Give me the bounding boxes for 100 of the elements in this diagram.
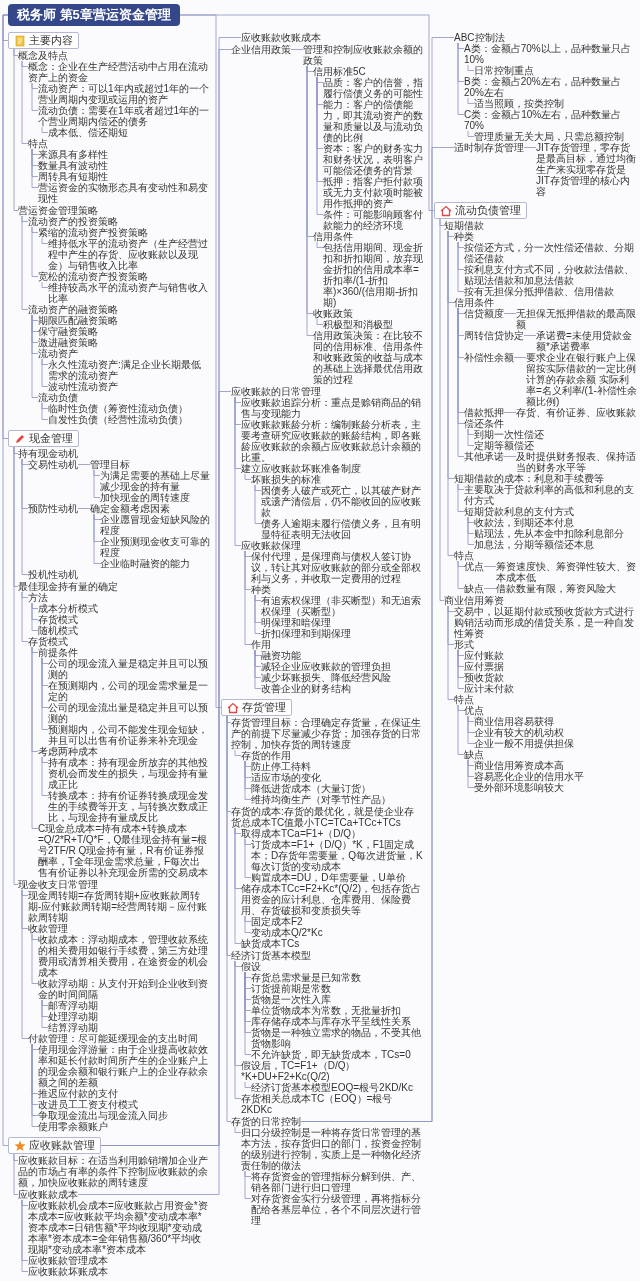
topic-text: 交易中，以延期付款或预收货款方式进行购销活动而形成的借贷关系，是一种自发性筹资	[454, 606, 635, 639]
topic-text: 存货相关总成本TC（EOQ）=根号2KDKc	[241, 1093, 394, 1115]
connector-line	[483, 588, 497, 589]
topic-text: 确定金额考虑因素	[90, 503, 170, 514]
topic-text: 存货、有价证券、应收账款	[516, 407, 636, 418]
topic-text: 应收账款机会成本=应收账款占用资金*资本成本=应收账款平均余额*变动成本率*资本成本=日销售额*平均收现期*变动成本率*资本成本=全年销售额/360*平均收现期*变动成本率*资本成本	[28, 1200, 209, 1255]
connector-line	[467, 97, 475, 104]
topic-text: 商业信用筹资	[444, 595, 504, 606]
topic-text: 其他承诺	[464, 451, 504, 462]
topic-text: 存货管理目标：合理确定存货量，在保证生产的前提下尽量减少存货；加强存货的日常控制，加快存货的周转速度	[231, 717, 422, 750]
topic-text: 适应市场的变化	[251, 772, 321, 783]
topic-text: 信用标准5C	[313, 66, 366, 77]
topic-text: 按有无担保分抵押借款、信用借款	[464, 286, 614, 297]
topic-text: 管理和控制应收账款余额的政策	[303, 44, 423, 66]
section-box	[8, 430, 79, 447]
connector-line	[2, 14, 9, 1146]
topic-text: 收款浮动期：从支付开始到企业收到资金的时间间隔	[38, 978, 209, 1000]
topic-text: 减少坏账损失、降低经营风险	[261, 672, 391, 683]
topic-text: 抵押：指客户拒付款项或无力支付款项时能被用作抵押的资产	[323, 176, 423, 209]
topic-text: 企业预测现金收支可靠的程度	[100, 536, 210, 558]
connector-line	[244, 473, 252, 480]
connector-line	[316, 318, 324, 325]
topic-text: 应计未付款	[464, 683, 514, 694]
topic-text: 货物是一种独立需求的物品，不受其他货物影响	[251, 1027, 422, 1049]
topic-text: 期限匹配融资策略	[38, 315, 118, 326]
title-text: 税务师 第5章营运资金管理	[17, 7, 171, 22]
connector-line	[31, 646, 39, 829]
topic-text: 应收账款目标：在适当利用赊销增加企业产品的市场占有率的条件下控制应收账款的余额，加快应收账款的周转速度	[18, 1155, 209, 1188]
topic-text: 作用	[251, 639, 271, 650]
topic-text: 成本分析模式	[38, 603, 98, 614]
connector-line	[290, 49, 304, 50]
connector-line	[41, 402, 49, 420]
topic-text: 经济订货基本模型	[231, 950, 311, 961]
topic-text: 概念：企业在生产经营活动中占用在流动资产上的资金	[28, 61, 209, 83]
connector-line	[179, 14, 435, 211]
topic-text: 融资功能	[261, 650, 301, 661]
topic-text: 主要取决于贷款利率的高低和利息的支付方式	[464, 484, 635, 506]
topic-text: 借款抵押	[464, 407, 504, 418]
connector-line	[41, 126, 49, 133]
topic-text: 存货的日常控制	[231, 1116, 301, 1127]
connector-line	[244, 971, 252, 1055]
topic-text: 坏账损失的标准	[251, 474, 321, 485]
topic-text: 应付账款	[464, 650, 504, 661]
topic-text: 偿还条件	[464, 418, 504, 429]
connector-line	[234, 960, 242, 1099]
section-title: 流动负债管理	[455, 204, 521, 217]
section-title: 应收账款管理	[29, 1139, 95, 1152]
topic-text: C现金总成本=持有成本+转换成本=Q/2*R+T/Q*F，Q最佳现金持有量=根号2TF/R Q现金持有量，R有价证券报酬率，T全年现金需求总量，F每次出售有价证券以补充现金所需的交易成本	[38, 823, 209, 878]
connector-line	[234, 749, 242, 756]
connector-line	[21, 458, 29, 575]
topic-text: 无担保无抵押借款的最高限额	[516, 308, 637, 330]
topic-text: 变动成本Q/2*Kc	[251, 927, 323, 938]
topic-text: 收款成本：浮动期成本，管理收款系统的相关费用如银行手续费，第三方处理费用或清算相关费用，在途资金的机会成本	[38, 934, 209, 978]
topic-text: 转换成本：持有价证券转换成现金发生的手续费等开支，与转换次数成正比，与现金持有量成反比	[48, 790, 209, 823]
topic-text: 企业信用政策	[231, 44, 291, 55]
topic-text: 借款数量有限，筹资风险大	[496, 583, 616, 594]
connector-line	[21, 215, 29, 310]
connector-line	[41, 237, 49, 244]
topic-text: 种类	[454, 231, 474, 242]
topic-text: 债务人逾期未履行偿债义务，且有明显特征表明无法收回	[261, 518, 422, 540]
topic-text: 管理目标	[90, 459, 130, 470]
section-title: 现金管理	[29, 432, 73, 445]
topic-text: 预防性动机	[28, 503, 78, 514]
connector-line	[483, 566, 497, 567]
topic-text: 投机性动机	[28, 569, 78, 580]
topic-text: 结算浮动期	[48, 1022, 98, 1033]
topic-text: 方法	[28, 592, 48, 603]
topic-text: 经济订货基本模型EOQ=根号2KD/Kc	[251, 1082, 413, 1093]
topic-text: 预收货款	[464, 672, 504, 683]
connector-line	[457, 483, 465, 512]
topic-text: 取得成本TCa=F1+（D/Q）	[241, 828, 362, 839]
topic-text: 建立应收账款坏账准备制度	[241, 463, 361, 474]
topic-text: 邮寄浮动期	[48, 1000, 98, 1011]
topic-text: 收款管理	[28, 923, 68, 934]
topic-text: 特点	[454, 694, 474, 705]
topic-text: 信贷额度	[464, 308, 504, 319]
topic-text: 要求企业在银行账户上保留按实际借款的一定比例计算的存款余额 实际利率=名义利率/(1-补偿性余额比例)	[526, 352, 637, 407]
topic-text: 周转信贷协定	[464, 330, 524, 341]
topic-text: 应收账款收账成本	[241, 32, 321, 43]
topic-text: 购置成本=DU，D年需要量，U单价	[251, 872, 406, 883]
topic-text: 现金周转期=存货周转期+应收账款周转期-应付账款周转期=经营周转期－应付账款周转期	[28, 890, 209, 923]
connector-line	[457, 649, 465, 689]
topic-text: 临时性负债（筹资性流动负债）	[48, 403, 188, 414]
connector-line	[100, 391, 232, 1146]
section-box	[8, 32, 79, 49]
topic-text: 流动负债：需要在1年或者超过1年的一个营业周期内偿还的债务	[38, 105, 210, 127]
topic-text: 考虑两种成本	[38, 746, 98, 757]
section-box	[221, 699, 292, 716]
topic-text: 流动负债	[38, 392, 78, 403]
connector-line	[77, 508, 91, 509]
connector-line	[457, 560, 465, 589]
connector-line	[513, 357, 527, 358]
topic-text: 归口分级控制是一种将存货日常管理的基本方法，按存货归口的部门，按资金控制的级别进行控制，实质上是一种物化经济责任制的做法	[241, 1127, 422, 1171]
topic-text: 波动性流动资产	[48, 381, 118, 392]
topic-text: 假设	[241, 961, 261, 972]
connector-line	[31, 148, 39, 188]
connector-line	[93, 513, 101, 564]
topic-text: 信用条件	[313, 231, 353, 242]
topic-text: 收款法，到期还本付息	[474, 517, 574, 528]
topic-text: 补偿性余额	[464, 352, 514, 363]
